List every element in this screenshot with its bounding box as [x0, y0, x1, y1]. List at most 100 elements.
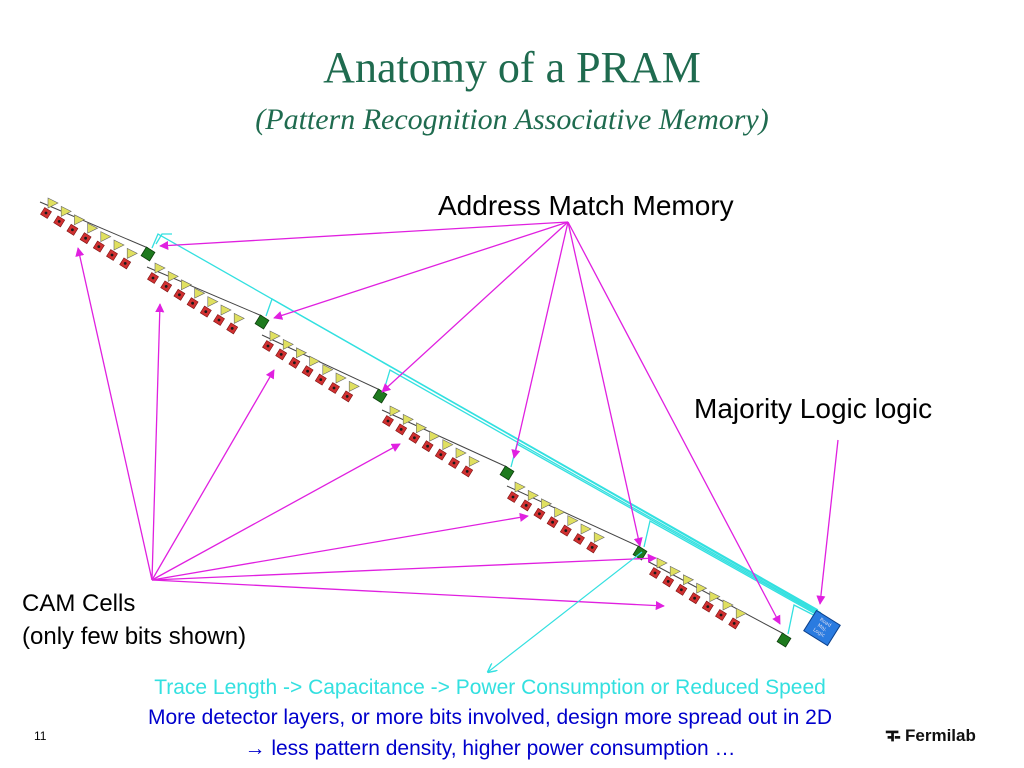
- cam-cell: [341, 380, 360, 403]
- bit-dot: [564, 529, 568, 532]
- cam-cell: [662, 565, 681, 588]
- cam-cell: [92, 231, 112, 253]
- cam-arrow: [151, 512, 529, 581]
- bit-dot: [123, 262, 127, 265]
- comparator-triangle: [389, 405, 401, 417]
- amm-arrow: [567, 221, 643, 547]
- bit-dot: [57, 220, 61, 223]
- cam-cell: [147, 262, 166, 284]
- comparator-triangle: [554, 506, 566, 518]
- bit-dot: [452, 461, 456, 465]
- comparator-triangle: [233, 312, 245, 324]
- comparator-triangle: [541, 498, 553, 510]
- comparator-triangle: [442, 439, 454, 451]
- bit-dot: [345, 395, 349, 398]
- bit-dot: [524, 504, 528, 507]
- comparator-triangle: [514, 481, 526, 493]
- bit-dot: [110, 253, 114, 257]
- bit-dot: [590, 546, 594, 549]
- cam-cell: [301, 355, 321, 378]
- bit-dot: [439, 453, 443, 456]
- majority-logic-text: Maj.: [816, 623, 828, 634]
- comparator-triangle: [154, 262, 166, 274]
- address-match-block: [140, 246, 156, 262]
- cam-cell: [40, 197, 59, 219]
- bit-dot: [44, 211, 48, 215]
- cam-cell: [559, 515, 579, 537]
- address-match-memory-label: Address Match Memory: [438, 190, 734, 221]
- comparator-triangle: [669, 565, 681, 577]
- pattern-density-note: → less pattern density, higher power con…: [0, 737, 980, 761]
- cam-cell: [520, 489, 539, 512]
- comparator-triangle: [296, 347, 308, 359]
- cam-layer: [146, 262, 270, 335]
- pattern-density-text: less pattern density, higher power consu…: [271, 737, 736, 760]
- bit-dot: [386, 419, 390, 423]
- cam-cell: [434, 439, 454, 461]
- cam-cell: [173, 279, 193, 301]
- comparator-triangle: [335, 372, 347, 384]
- fermilab-logo-icon: [885, 730, 901, 742]
- bit-dot: [538, 512, 541, 516]
- bit-dot: [465, 470, 469, 473]
- cam-cell: [448, 447, 467, 469]
- comparator-triangle: [455, 447, 467, 459]
- cam-layer: [648, 557, 792, 648]
- row-wire: [381, 409, 508, 468]
- cam-layer: [381, 405, 515, 481]
- comparator-triangle: [683, 574, 695, 586]
- cam-cell: [546, 506, 566, 529]
- cam-cells-sublabel: (only few bits shown): [22, 623, 247, 650]
- trace-length-note: Trace Length -> Capacitance -> Power Con…: [154, 676, 826, 699]
- cam-cell: [53, 205, 72, 228]
- majority-logic-label: Majority Logic logic: [694, 393, 933, 424]
- comparator-triangle: [416, 422, 428, 434]
- comparator-triangle: [309, 355, 321, 367]
- cam-cell: [675, 574, 695, 596]
- comparator-triangle: [656, 557, 668, 569]
- slide-title: Anatomy of a PRAM: [323, 43, 701, 92]
- bit-dot: [399, 428, 403, 431]
- majority-logic-rect: [803, 609, 841, 647]
- bit-dot: [706, 605, 710, 608]
- amm-arrow: [567, 221, 781, 625]
- comparator-triangle: [580, 523, 592, 535]
- cam-layer: [261, 330, 388, 404]
- cam-cell: [573, 523, 592, 545]
- cam-cell: [186, 287, 206, 310]
- cam-layer: [39, 197, 156, 270]
- cam-cell: [288, 347, 308, 369]
- cam-cell: [66, 214, 86, 236]
- bit-dot: [97, 245, 101, 249]
- cam-cell: [586, 531, 605, 554]
- comparator-triangle: [167, 270, 179, 282]
- bit-dot: [279, 353, 283, 356]
- cam-cell: [226, 312, 245, 335]
- cam-cell: [119, 247, 138, 270]
- comparator-triangle: [194, 287, 206, 299]
- comparator-triangle: [527, 489, 539, 501]
- cam-cell: [106, 239, 125, 261]
- trace-length-arrow: [488, 551, 643, 672]
- cam-cell: [715, 599, 734, 621]
- cam-cell: [701, 591, 721, 613]
- bit-dot: [666, 580, 670, 583]
- comparator-triangle: [74, 214, 86, 226]
- cam-cell: [213, 304, 232, 326]
- comparator-triangle: [269, 330, 281, 342]
- bit-dot: [719, 613, 723, 617]
- bit-dot: [732, 622, 736, 625]
- bit-dot: [266, 344, 270, 348]
- cam-cell: [408, 422, 428, 444]
- annotation-arrows: [75, 221, 839, 672]
- bit-dot: [230, 327, 234, 330]
- cam-cell: [728, 607, 747, 630]
- comparator-triangle: [722, 599, 734, 611]
- comparator-triangle: [207, 296, 219, 308]
- comparator-triangle: [593, 531, 605, 543]
- amm-arrow: [273, 221, 569, 320]
- bit-dot: [693, 596, 696, 600]
- majority-logic-arrow: [816, 439, 839, 605]
- bit-dot: [426, 444, 429, 448]
